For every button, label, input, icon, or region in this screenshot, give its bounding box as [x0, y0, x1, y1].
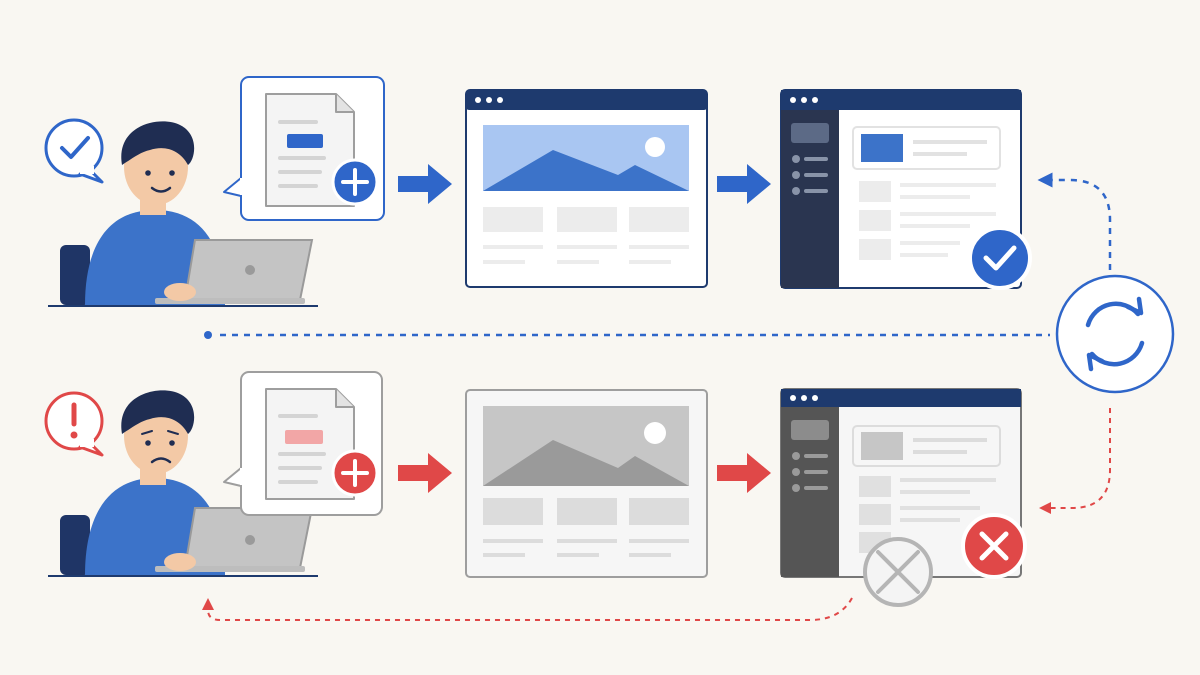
check-icon — [44, 118, 104, 184]
arrow-right-icon — [398, 164, 452, 204]
check-circle-icon — [968, 226, 1032, 290]
disabled-circle-icon — [863, 537, 933, 607]
laptop — [155, 239, 314, 304]
image-placeholder-icon — [483, 125, 689, 191]
arrow-right-icon — [717, 164, 771, 204]
dashboard-mockup-disabled — [780, 388, 1022, 578]
webpage-mockup — [465, 89, 708, 288]
exclamation-icon — [44, 391, 104, 457]
arrow-right-icon — [398, 453, 452, 493]
sync-icon — [1055, 274, 1175, 394]
file-add-icon — [331, 158, 379, 206]
success-flow — [44, 76, 1032, 307]
file-add-icon — [331, 449, 379, 497]
arrow-right-icon — [717, 453, 771, 493]
x-circle-icon — [961, 513, 1027, 579]
feedback-loop — [202, 172, 1175, 621]
failure-flow — [44, 371, 1027, 607]
webpage-mockup-disabled — [465, 389, 708, 578]
dashboard-mockup — [780, 89, 1022, 289]
image-placeholder-icon — [483, 406, 689, 486]
